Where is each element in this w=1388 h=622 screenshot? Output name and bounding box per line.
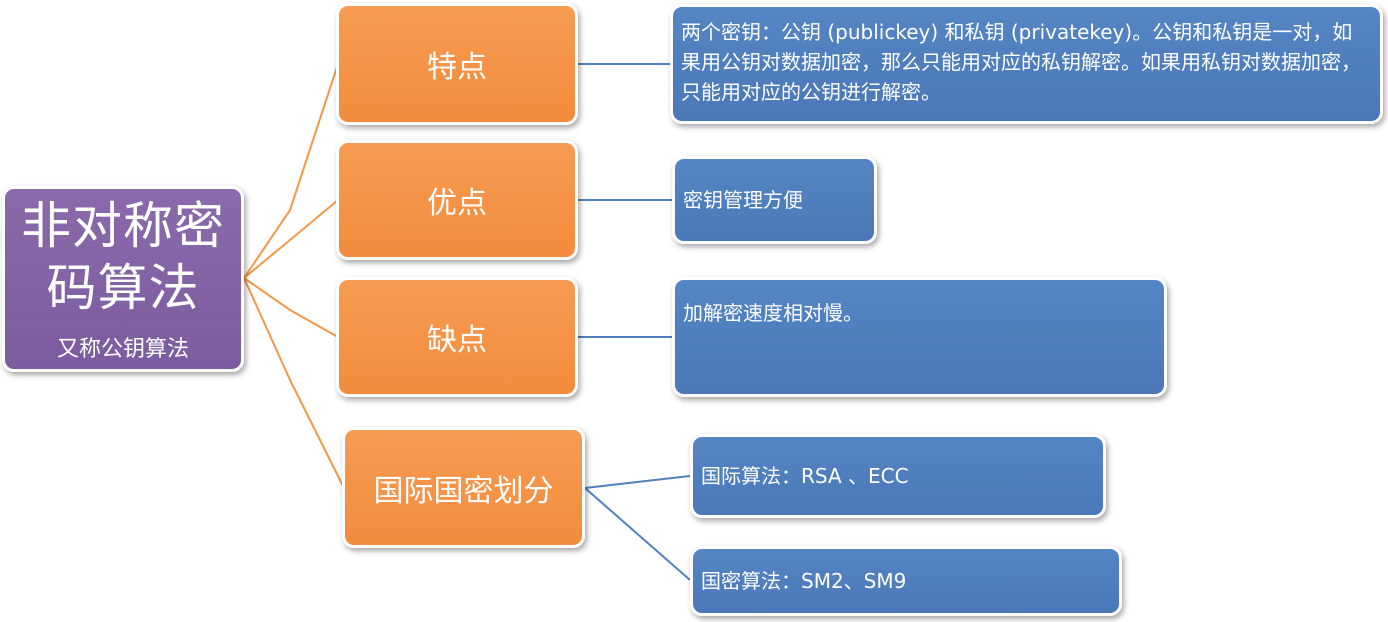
detail-disadvantages: 加解密速度相对慢。 <box>672 277 1167 397</box>
connector-root-to-classification <box>243 277 345 489</box>
category-advantages: 优点 <box>336 140 578 260</box>
detail-features: 两个密钥：公钥 (publickey) 和私钥 (privatekey)。公钥和… <box>670 4 1383 124</box>
connector-classification-to-international <box>584 475 691 489</box>
root-node: 非对称密码算法 又称公钥算法 <box>2 186 244 372</box>
category-classification: 国际国密划分 <box>342 427 585 548</box>
detail-international-algorithms: 国际算法：RSA 、ECC <box>690 434 1106 518</box>
category-disadvantages: 缺点 <box>336 277 578 397</box>
root-title: 非对称密码算法 <box>21 197 225 317</box>
detail-national-algorithms: 国密算法：SM2、SM9 <box>690 546 1122 616</box>
connector-classification-to-national <box>584 487 691 581</box>
connector-root-to-features <box>243 63 339 279</box>
root-subtitle: 又称公钥算法 <box>56 337 189 362</box>
category-features: 特点 <box>336 3 578 125</box>
connector-root-to-advantages <box>243 199 339 279</box>
detail-advantages: 密钥管理方便 <box>672 156 877 244</box>
connector-root-to-disadvantages <box>243 277 339 338</box>
